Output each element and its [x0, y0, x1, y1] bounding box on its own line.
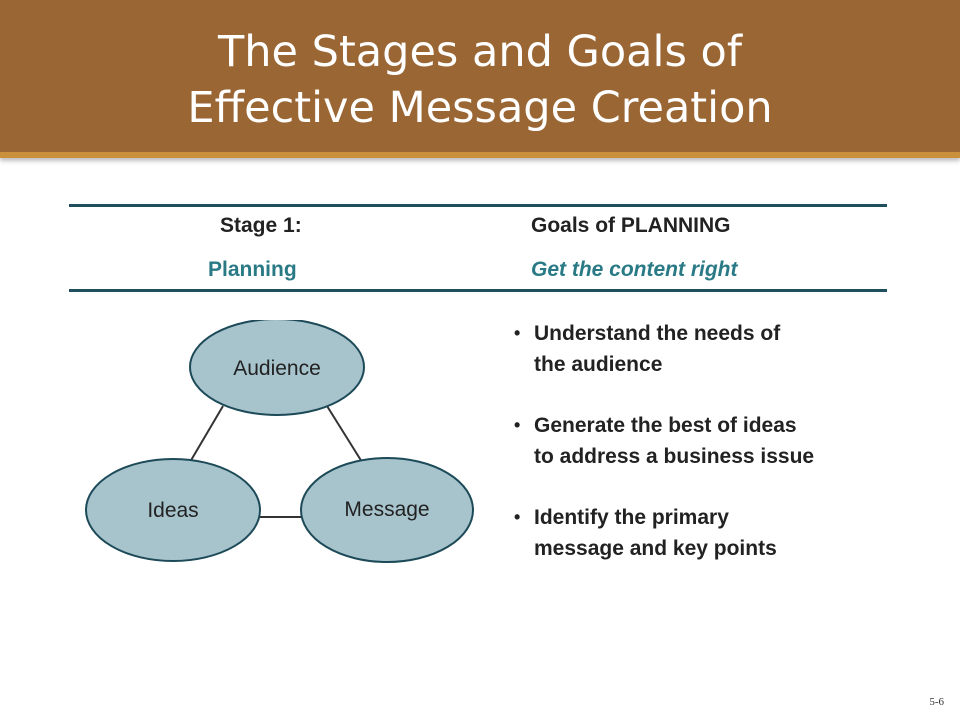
table-header-rule: [69, 289, 887, 292]
node-message: Message: [300, 457, 474, 563]
node-message-shape: [300, 457, 474, 563]
node-audience-shape: [189, 320, 365, 416]
goal-item: • Understand the needs of the audience: [512, 318, 912, 380]
slide-title: The Stages and Goals of Effective Messag…: [0, 24, 960, 136]
goals-subheader: Get the content right: [531, 258, 738, 281]
table-top-rule: [69, 204, 887, 207]
title-banner-accent: [0, 152, 960, 158]
bullet-icon: •: [514, 507, 521, 527]
goal-line: message and key points: [534, 537, 777, 560]
title-banner: [0, 0, 960, 158]
node-message-label: Message: [344, 498, 429, 521]
connector-audience-ideas: [189, 405, 224, 463]
bullet-icon: •: [514, 323, 521, 343]
bullet-icon: •: [514, 415, 521, 435]
goal-item: • Generate the best of ideas to address …: [512, 410, 912, 472]
node-ideas: Ideas: [85, 458, 261, 562]
page-number: 5-6: [929, 696, 944, 708]
stage-label: Stage 1:: [220, 214, 302, 237]
goal-line: to address a business issue: [534, 445, 815, 468]
slide-title-line1: The Stages and Goals of: [218, 27, 742, 77]
node-audience-label: Audience: [233, 357, 321, 380]
goal-line: Identify the primary: [534, 506, 729, 529]
goals-list: • Understand the needs of the audience •…: [512, 318, 912, 594]
goal-line: Understand the needs of: [534, 322, 781, 345]
connector-audience-message: [326, 405, 363, 463]
slide-title-line2: Effective Message Creation: [187, 83, 773, 133]
goal-line: Generate the best of ideas: [534, 414, 797, 437]
node-audience: Audience: [189, 320, 365, 416]
node-ideas-shape: [85, 458, 261, 562]
goal-line: the audience: [534, 353, 663, 376]
goals-header: Goals of PLANNING: [531, 214, 731, 237]
goal-item: • Identify the primary message and key p…: [512, 502, 912, 564]
planning-cycle-diagram: Audience Ideas Message: [85, 320, 474, 563]
node-ideas-label: Ideas: [147, 499, 198, 522]
stage-name: Planning: [208, 258, 297, 281]
